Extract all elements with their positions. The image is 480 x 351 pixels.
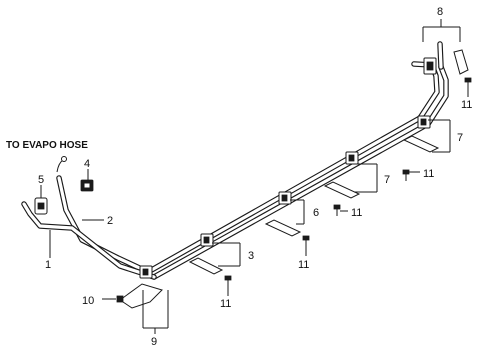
bracket-3	[188, 257, 224, 275]
callout-1: 1	[45, 259, 51, 271]
callout-4: 4	[84, 158, 90, 170]
callout-7-lower: 7	[384, 174, 390, 186]
pipe-clip-near-8	[423, 57, 437, 75]
bracket-6	[264, 219, 302, 237]
callout-11-mid: 11	[423, 168, 434, 180]
nut-10	[116, 295, 124, 303]
evapo-hose-label: TO EVAPO HOSE	[6, 140, 88, 151]
pipe-clip-7-lower	[345, 151, 359, 165]
bolt-group	[116, 77, 472, 303]
bolt-11-top	[464, 77, 472, 90]
evapo-hose	[56, 159, 64, 173]
callout-6: 6	[313, 207, 319, 219]
callout-3: 3	[248, 250, 254, 262]
bracket-8	[453, 49, 469, 75]
callout-11-six: 11	[351, 207, 362, 219]
pipe-clip-7-upper	[417, 115, 431, 129]
bracket-7-lower	[323, 181, 361, 199]
leader-lines	[40, 19, 469, 334]
bracket-9	[119, 283, 163, 309]
bracket-group	[119, 49, 469, 309]
callout-11-top: 11	[461, 99, 472, 111]
clip-4	[80, 179, 94, 192]
callout-2: 2	[107, 215, 113, 227]
callout-9: 9	[151, 336, 157, 348]
callout-7-upper: 7	[457, 132, 463, 144]
bolt-11-mid	[402, 169, 410, 181]
pipe-clip-group	[139, 57, 437, 279]
pipe-clip-3	[200, 233, 214, 247]
pipe-clip-9	[139, 265, 153, 279]
bolt-11-bottom	[224, 275, 232, 287]
bolt-11-six	[333, 204, 341, 216]
pipe-clip-6	[278, 191, 292, 205]
callout-5: 5	[38, 174, 44, 186]
hose-end-group	[34, 156, 94, 215]
connector-5	[34, 197, 48, 215]
bracket-7-upper	[402, 135, 440, 153]
callout-11-lower: 11	[298, 259, 309, 271]
callout-10: 10	[82, 295, 94, 307]
callout-8: 8	[437, 6, 443, 18]
callout-11-bottom: 11	[220, 298, 231, 310]
bolt-11-lower	[302, 235, 310, 247]
